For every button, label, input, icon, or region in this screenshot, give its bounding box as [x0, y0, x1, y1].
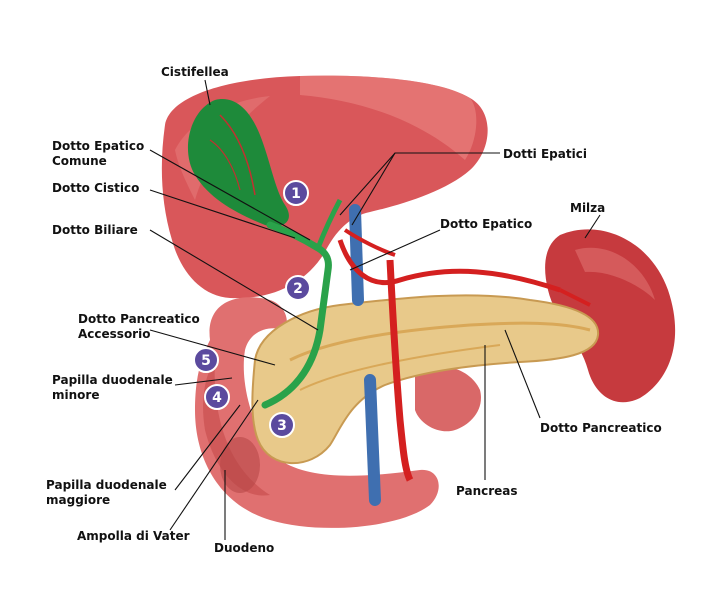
label-dotto-pancreatico-accessorio-line2: Accessorio — [78, 327, 150, 341]
label-papilla-maggiore-line2: maggiore — [46, 493, 110, 507]
badge-5-text: 5 — [201, 353, 211, 369]
badge-2-text: 2 — [293, 281, 303, 297]
label-dotto-biliare: Dotto Biliare — [52, 223, 138, 237]
stomach-background — [415, 366, 481, 432]
label-dotto-epatico-comune-line2: Comune — [52, 154, 107, 168]
badge-5: 5 — [194, 348, 218, 372]
label-papilla-minore-line2: minore — [52, 388, 99, 402]
badge-1: 1 — [284, 181, 308, 205]
label-dotto-pancreatico-accessorio-line1: Dotto Pancreatico — [78, 312, 200, 326]
badge-3: 3 — [270, 413, 294, 437]
label-dotti-epatici: Dotti Epatici — [503, 147, 587, 161]
label-cistifellea: Cistifellea — [161, 65, 229, 79]
badge-4: 4 — [205, 385, 229, 409]
badge-1-text: 1 — [291, 186, 301, 202]
label-dotto-pancreatico: Dotto Pancreatico — [540, 421, 662, 435]
label-dotto-epatico-comune-line1: Dotto Epatico — [52, 139, 144, 153]
badge-3-text: 3 — [277, 418, 287, 434]
label-dotto-epatico: Dotto Epatico — [440, 217, 532, 231]
label-milza: Milza — [570, 201, 605, 215]
label-duodeno: Duodeno — [214, 541, 274, 555]
label-ampolla: Ampolla di Vater — [77, 529, 190, 543]
label-pancreas: Pancreas — [456, 484, 518, 498]
badge-4-text: 4 — [212, 390, 222, 406]
label-papilla-minore-line1: Papilla duodenale — [52, 373, 173, 387]
label-dotto-cistico: Dotto Cistico — [52, 181, 139, 195]
badge-2: 2 — [286, 276, 310, 300]
label-papilla-maggiore-line1: Papilla duodenale — [46, 478, 167, 492]
